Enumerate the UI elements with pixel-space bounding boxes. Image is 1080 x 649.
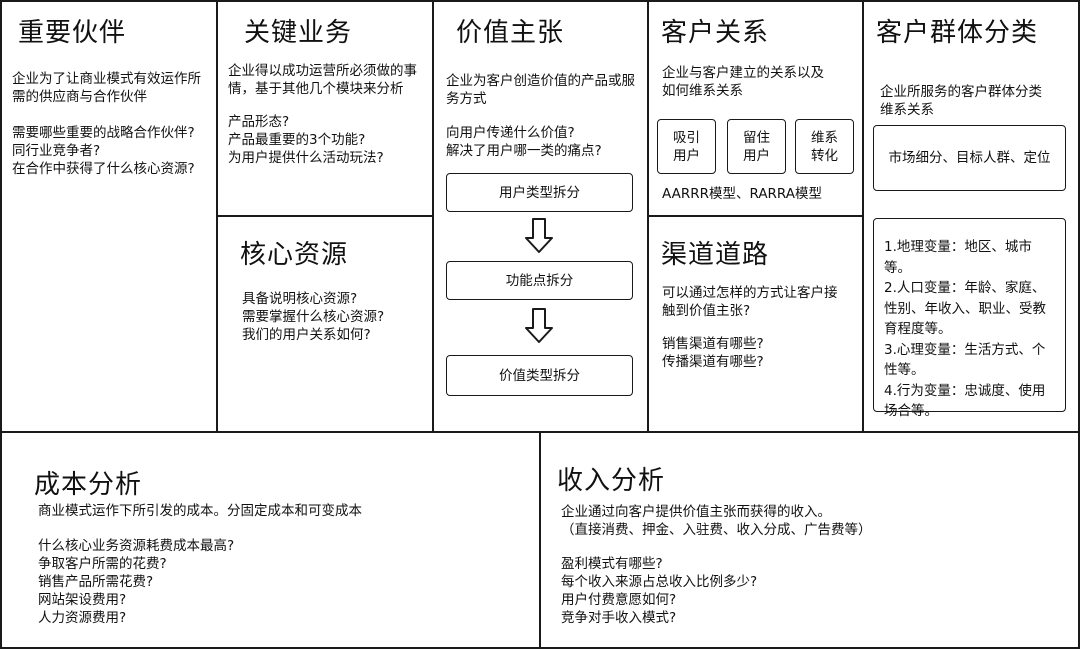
key-partners-questions: 需要哪些重要的战略合作伙伴? 同行业竞争者? 在合作中获得了什么核心资源? [12,125,195,177]
customer-segments-description: 企业所服务的客户群体分类 维系关系 [880,84,1042,118]
key-resources-title: 核心资源 [240,240,349,270]
grid-line [0,0,2,649]
grid-line [0,0,1080,2]
value-proposition-title: 价值主张 [456,18,565,48]
grid-line [216,215,433,217]
channels-title: 渠道道路 [661,240,770,270]
key-resources-questions: 具备说明核心资源? 需要掌握什么核心资源? 我们的用户关系如何? [242,291,385,343]
customer-segments-title: 客户群体分类 [876,18,1039,48]
cost-structure-questions: 什么核心业务资源耗费成本最高? 争取客户所需的花费? 销售产品所需花费? 网站架… [38,538,235,626]
key-activities-description: 企业得以成功运营所必须做的事 情，基于其他几个模块来分析 [228,63,417,97]
customer-relationships-title: 客户关系 [661,18,770,48]
grid-line [1078,0,1080,649]
key-activities-title: 关键业务 [244,18,353,48]
attract-users-box: 吸引 用户 [657,119,716,174]
revenue-streams-title: 收入分析 [557,466,666,496]
feature-split-box: 功能点拆分 [446,261,633,300]
cost-structure-title: 成本分析 [34,470,143,500]
revenue-streams-questions: 盈利模式有哪些? 每个收入来源占总收入比例多少? 用户付费意愿如何? 竞争对手收… [561,556,758,626]
customer-relationships-description: 企业与客户建立的关系以及 如何维系关系 [662,65,824,99]
key-activities-questions: 产品形态? 产品最重要的3个功能? 为用户提供什么活动玩法? [228,114,384,166]
channels-description: 可以通过怎样的方式让客户接 触到价值主张? [662,285,838,319]
value-proposition-description: 企业为客户创造价值的产品或服 务方式 [446,73,635,107]
value-type-split-box: 价值类型拆分 [446,355,633,396]
market-segmentation-box: 市场细分、目标人群、定位 [873,125,1066,191]
cost-structure-description: 商业模式运作下所引发的成本。分固定成本和可变成本 [38,503,362,519]
down-arrow-icon [525,218,553,253]
key-partners-title: 重要伙伴 [18,18,127,48]
grid-line [647,215,863,217]
customer-relationships-models: AARRR模型、RARRA模型 [662,186,823,202]
segmentation-variables-box: 1.地理变量：地区、城市 等。 2.人口变量：年龄、家庭、 性别、年收入、职业、… [873,218,1066,419]
revenue-streams-description: 企业通过向客户提供价值主张而获得的收入。 （直接消费、押金、入驻费、收入分成、广… [561,504,872,538]
retain-users-box: 留住 用户 [727,119,786,174]
down-arrow-icon [525,308,553,343]
user-type-split-box: 用户类型拆分 [446,173,633,212]
key-partners-description: 企业为了让商业模式有效运作所 需的供应商与合作伙伴 [12,71,201,105]
grid-line [432,0,434,432]
grid-line [862,0,864,432]
value-proposition-questions: 向用户传递什么价值? 解决了用户哪一类的痛点? [446,125,602,159]
grid-line [539,432,541,649]
maintain-convert-box: 维系 转化 [795,119,854,174]
channels-questions: 销售渠道有哪些? 传播渠道有哪些? [662,336,764,370]
